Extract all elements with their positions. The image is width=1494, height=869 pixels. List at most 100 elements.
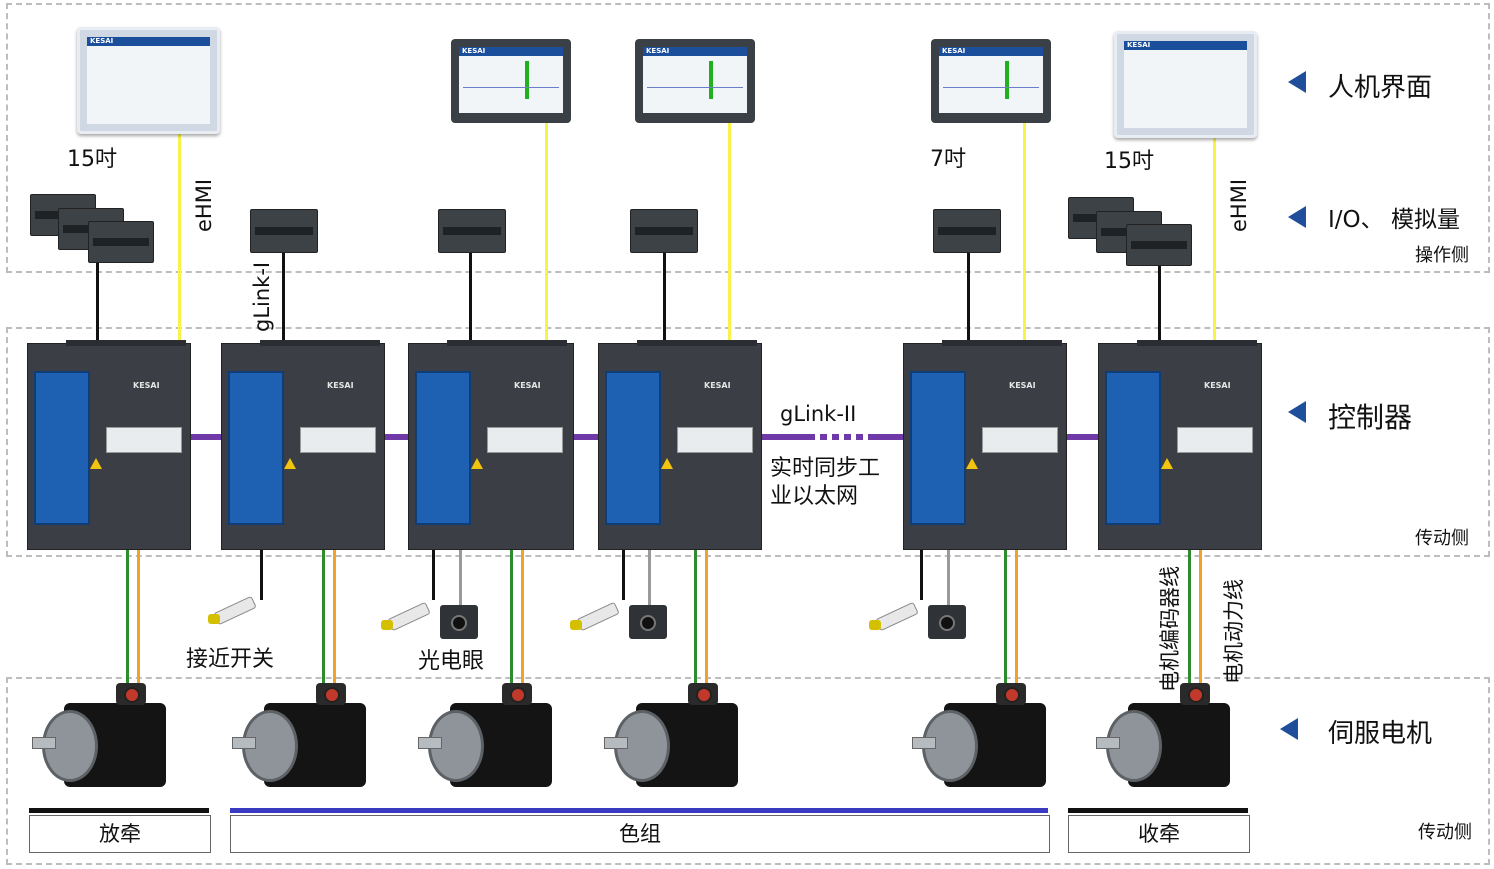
servo-arrow-icon (1280, 718, 1298, 740)
ehmi-link-3 (545, 122, 548, 346)
photo-eye-label: 光电眼 (418, 649, 485, 674)
hmi-brand: KESAI (1127, 41, 1151, 49)
proximity-label: 接近开关 (186, 647, 275, 672)
ehmi-label-left: eHMI (192, 178, 216, 232)
warning-icon (661, 458, 673, 469)
hmi-size-left: 15吋 (67, 147, 117, 172)
power-cable (333, 548, 336, 688)
proximity-tip (381, 620, 393, 630)
drive-brand: KESAI (704, 381, 731, 390)
encoder-cable (126, 548, 129, 688)
servo-drive-5: KESAI (903, 340, 1067, 550)
ethernet-bus-6 (1064, 434, 1100, 440)
ehmi-link-1 (178, 128, 181, 346)
proximity-cable (622, 548, 625, 600)
power-cable (705, 548, 708, 688)
drive-brand: KESAI (1204, 381, 1231, 390)
drive-brand: KESAI (327, 381, 354, 390)
ethernet-label-line2: 业以太网 (770, 484, 859, 509)
rewind-group-bar (1068, 808, 1248, 813)
power-cable (1015, 548, 1018, 688)
unwind-group-label: 放牵 (29, 815, 211, 853)
ehmi-label-right: eHMI (1227, 178, 1251, 232)
hmi-7-b: KESAI (635, 39, 755, 123)
warning-icon (966, 458, 978, 469)
rewind-group-label: 收牵 (1068, 815, 1250, 853)
encoder-cable (1188, 548, 1191, 688)
proximity-switch-icon (387, 601, 431, 632)
io-module (438, 209, 506, 253)
ethernet-bus-1 (188, 434, 222, 440)
unwind-group-bar (29, 808, 209, 813)
proximity-cable (920, 548, 923, 600)
ethernet-bus-3 (572, 434, 600, 440)
motor-zone (6, 677, 1490, 865)
ehmi-link-4 (728, 122, 731, 346)
operation-side-label: 操作侧 (1415, 245, 1469, 266)
servo-drive-6: KESAI (1098, 340, 1262, 550)
io-module (1126, 224, 1192, 266)
hmi-size-seven: 7吋 (930, 147, 966, 172)
encoder-cable-label: 电机编码器线 (1158, 566, 1182, 692)
io-link-6 (1158, 262, 1161, 346)
warning-icon (1161, 458, 1173, 469)
hmi-15-right: KESAI (1114, 31, 1257, 138)
io-side-label: I/O、 模拟量 (1328, 207, 1460, 233)
drive-side-label-controllers: 传动侧 (1415, 528, 1469, 549)
proximity-switch-icon (576, 601, 620, 632)
photo-eye-icon (440, 605, 478, 639)
photo-eye-cable (459, 548, 462, 606)
power-cable (521, 548, 524, 688)
encoder-cable (694, 548, 697, 688)
servo-side-label: 伺服电机 (1328, 719, 1433, 749)
controller-arrow-icon (1288, 401, 1306, 423)
encoder-cable (510, 548, 513, 688)
hmi-brand: KESAI (646, 47, 670, 55)
io-arrow-icon (1288, 206, 1306, 228)
servo-drive-1: KESAI (27, 340, 191, 550)
proximity-cable (260, 548, 263, 600)
proximity-tip (208, 614, 220, 624)
photo-eye-cable (947, 548, 950, 606)
servo-motor-5 (912, 683, 1046, 787)
ethernet-bus-4 (760, 434, 808, 440)
ethernet-bus-5 (870, 434, 904, 440)
hmi-size-right: 15吋 (1104, 149, 1154, 174)
servo-motor-6 (1096, 683, 1230, 787)
color-group-bar (230, 808, 1048, 813)
power-cable (1199, 548, 1202, 688)
color-group-label: 色组 (230, 815, 1050, 853)
drive-brand: KESAI (514, 381, 541, 390)
drive-brand: KESAI (133, 381, 160, 390)
servo-motor-1 (32, 683, 166, 787)
ehmi-link-6 (1213, 132, 1216, 346)
hmi-7-a: KESAI (451, 39, 571, 123)
servo-motor-3 (418, 683, 552, 787)
encoder-cable (1004, 548, 1007, 688)
hmi-arrow-icon (1288, 71, 1306, 93)
servo-drive-4: KESAI (598, 340, 762, 550)
ethernet-label-line1: 实时同步工 (770, 456, 881, 481)
servo-drive-2: KESAI (221, 340, 385, 550)
encoder-cable (322, 548, 325, 688)
glink2-label: gLink-II (780, 402, 857, 426)
hmi-side-label: 人机界面 (1328, 73, 1433, 103)
ehmi-link-5 (1023, 122, 1026, 346)
drive-side-label-motors: 传动侧 (1418, 822, 1472, 843)
glink1-label: gLink-I (250, 261, 274, 332)
hmi-brand: KESAI (90, 37, 114, 45)
photo-eye-icon (629, 605, 667, 639)
io-link-2 (282, 250, 285, 346)
hmi-brand: KESAI (462, 47, 486, 55)
hmi-15-left: KESAI (77, 27, 220, 134)
controller-side-label: 控制器 (1328, 401, 1413, 434)
power-cable (137, 548, 140, 688)
warning-icon (284, 458, 296, 469)
photo-eye-cable (648, 548, 651, 606)
ethernet-bus-dashed (808, 434, 870, 440)
hmi-7-c: KESAI (931, 39, 1051, 123)
photo-eye-icon (928, 605, 966, 639)
io-link-5 (967, 250, 970, 346)
proximity-cable (432, 548, 435, 600)
drive-brand: KESAI (1009, 381, 1036, 390)
